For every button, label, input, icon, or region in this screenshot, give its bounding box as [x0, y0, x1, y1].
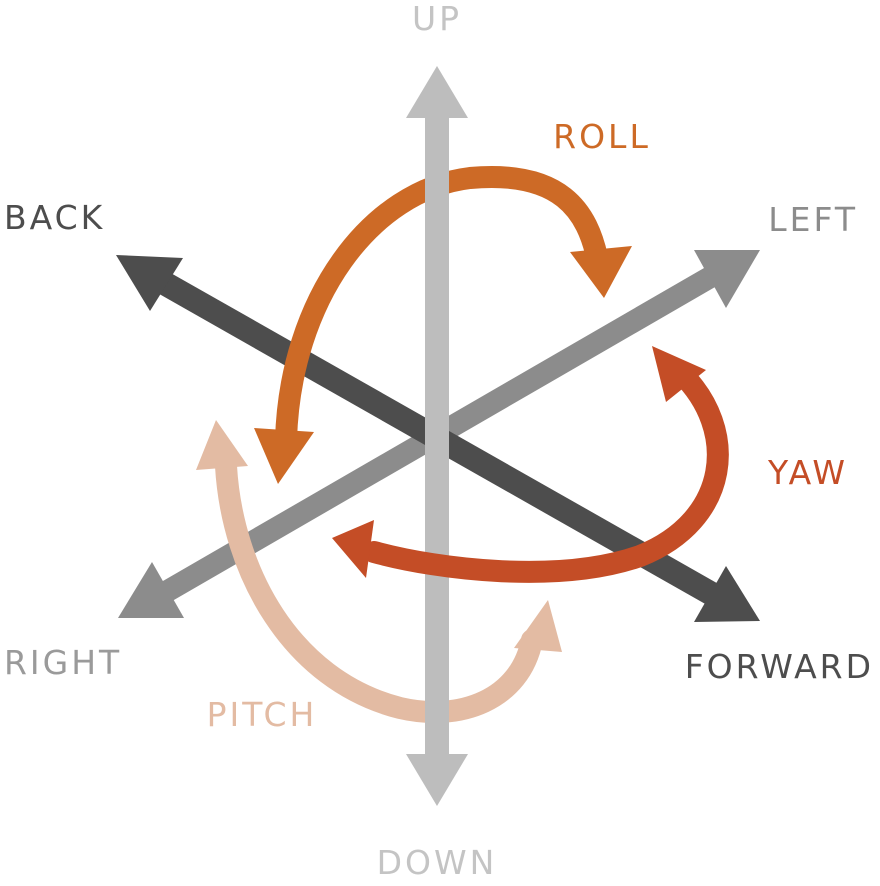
pitch-arrow-head-top: [196, 420, 248, 470]
arrow-up-head: [406, 66, 468, 118]
roll-arrow-head: [254, 428, 314, 484]
label-right: RIGHT: [4, 643, 122, 682]
label-yaw: YAW: [767, 453, 848, 492]
label-forward: FORWARD: [685, 647, 874, 686]
label-down: DOWN: [377, 843, 498, 882]
arrow-back-head: [116, 255, 183, 311]
yaw-arrow: [332, 346, 729, 583]
arrow-right-head: [118, 562, 184, 618]
arrow-forward-head: [694, 566, 760, 622]
arrow-left-head: [694, 250, 760, 308]
label-left: LEFT: [768, 200, 858, 239]
pitch-arrow: [196, 420, 562, 724]
roll-arrow-head-top: [570, 246, 632, 298]
up-down-axis: [406, 66, 468, 806]
label-back: BACK: [4, 198, 105, 237]
label-up: UP: [412, 0, 462, 38]
yaw-arrow-head-left: [332, 520, 374, 578]
label-roll: ROLL: [553, 117, 651, 156]
arrow-down-head: [406, 754, 468, 806]
label-pitch: PITCH: [207, 695, 318, 734]
pitch-arrow-head-bottom: [514, 600, 562, 652]
yaw-arrow-head-top: [652, 346, 706, 402]
